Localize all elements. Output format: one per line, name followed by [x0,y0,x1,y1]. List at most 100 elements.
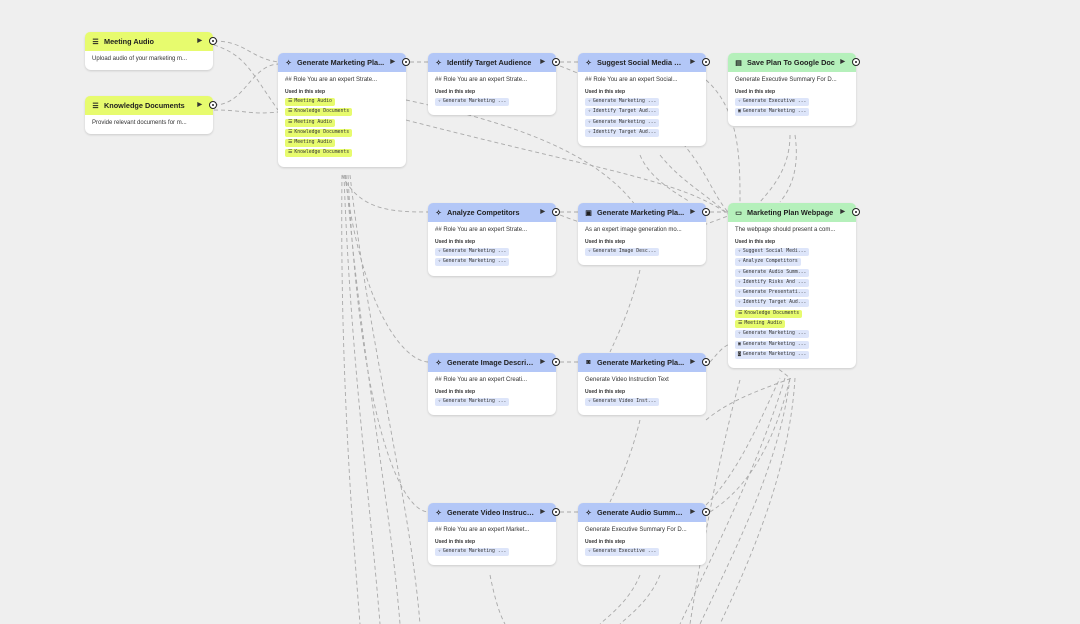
used-in-step-label: Used in this step [435,389,476,395]
step-chip[interactable]: ✧Identify Target Aud... [585,128,660,137]
sparkle-wand-icon: ✧ [438,399,441,404]
node-title: Analyze Competitors [447,208,520,217]
step-chip[interactable]: ✧Generate Video Inst... [585,398,660,406]
input-chip[interactable]: ☰Knowledge Documents [285,149,353,158]
step-chip[interactable]: ✧Suggest Social Medi... [735,248,810,256]
step-chip[interactable]: ✧Generate Marketing ... [435,98,510,106]
step-chip[interactable]: ✧Generate Marketing ... [585,118,660,127]
play-triangle-icon[interactable]: ▶ [390,59,395,65]
node-generate-marketing-plan-video[interactable]: ◙ Generate Marketing Pla... ▶ Generate V… [578,353,710,416]
output-port-icon[interactable] [402,58,410,66]
play-triangle-icon[interactable]: ▶ [540,59,545,65]
node-header[interactable]: ✧ Analyze Competitors ▶ [428,203,560,222]
node-identify-target-audience[interactable]: ✧ Identify Target Audience ▶ ## Role You… [428,53,560,116]
step-chip[interactable]: ✧Generate Marketing ... [435,258,510,267]
edge [699,377,791,624]
play-triangle-icon[interactable]: ▶ [540,509,545,515]
step-chip[interactable]: ✧Generate Marketing ... [585,98,660,106]
node-header[interactable]: ▤ Save Plan To Google Doc ▶ [728,53,860,72]
node-meeting-audio[interactable]: ☰ Meeting Audio ▶ Upload audio of your m… [85,32,217,70]
input-chip[interactable]: ☰Knowledge Documents [735,309,803,318]
step-chip[interactable]: ✧Identify Target Aud... [585,108,660,117]
step-chip[interactable]: ✧Generate Executive ... [585,548,660,556]
input-chip[interactable]: ☰Meeting Audio [735,320,785,329]
node-header[interactable]: ✧ Generate Video Instruct... ▶ [428,503,560,522]
input-chip[interactable]: ☰Meeting Audio [285,139,335,148]
node-generate-video-instructions[interactable]: ✧ Generate Video Instruct... ▶ ## Role Y… [428,503,560,566]
output-port-icon[interactable] [552,58,560,66]
step-chip[interactable]: ✧Identify Target Aud... [735,299,810,308]
play-triangle-icon[interactable]: ▶ [197,38,202,44]
play-triangle-icon[interactable]: ▶ [690,509,695,515]
input-chip[interactable]: ☰Knowledge Documents [285,128,353,137]
node-header[interactable]: ☰ Meeting Audio ▶ [85,32,217,51]
step-chip[interactable]: ✧Generate Image Desc... [585,248,660,256]
sparkle-wand-icon: ✧ [435,59,442,67]
output-port-icon[interactable] [702,508,710,516]
node-header[interactable]: ✧ Generate Audio Summary ▶ [578,503,710,522]
output-port-icon[interactable] [552,358,560,366]
input-chip[interactable]: ☰Meeting Audio [285,118,335,127]
output-port-icon[interactable] [852,58,860,66]
output-port-icon[interactable] [552,508,560,516]
node-header[interactable]: ✧ Generate Marketing Pla... ▶ [278,53,410,72]
node-description: ## Role You are an expert Strate... [435,77,528,83]
step-chip[interactable]: ✧Generate Audio Summ... [735,268,810,277]
node-header[interactable]: ✧ Suggest Social Media Po... ▶ [578,53,710,72]
step-chip[interactable]: ✧Generate Marketing ... [435,248,510,256]
node-header[interactable]: ▣ Generate Marketing Pla... ▶ [578,203,710,222]
play-triangle-icon[interactable]: ▶ [197,102,202,108]
step-chip[interactable]: ▣Generate Marketing ... [735,340,810,349]
step-chip[interactable]: ✧Analyze Competitors [735,258,801,267]
play-triangle-icon[interactable]: ▶ [540,209,545,215]
chip-list: ✧Generate Marketing ... [428,548,556,565]
node-generate-marketing-plan[interactable]: ✧ Generate Marketing Pla... ▶ ## Role Yo… [278,53,410,167]
output-port-icon[interactable] [209,37,217,45]
node-analyze-competitors[interactable]: ✧ Analyze Competitors ▶ ## Role You are … [428,203,560,276]
step-chip[interactable]: ✧Identify Risks And ... [735,278,810,287]
chip-list: ✧Generate Video Inst... [578,398,706,415]
node-save-plan-to-google-doc[interactable]: ▤ Save Plan To Google Doc ▶ Generate Exe… [728,53,860,126]
output-port-icon[interactable] [702,208,710,216]
edge [341,174,429,213]
edge [213,63,279,106]
node-title: Generate Marketing Pla... [597,208,685,217]
step-chip[interactable]: ✧Generate Executive ... [735,98,810,106]
output-port-icon[interactable] [852,208,860,216]
play-triangle-icon[interactable]: ▶ [840,209,845,215]
node-header[interactable]: ◙ Generate Marketing Pla... ▶ [578,353,710,372]
play-triangle-icon[interactable]: ▶ [690,59,695,65]
play-triangle-icon[interactable]: ▶ [690,359,695,365]
edge [347,174,429,513]
step-chip[interactable]: ◙Generate Marketing ... [735,350,810,359]
node-title: Generate Marketing Pla... [297,58,385,67]
output-port-icon[interactable] [209,101,217,109]
input-chip[interactable]: ☰Meeting Audio [285,98,335,106]
step-chip[interactable]: ▣Generate Marketing ... [735,108,810,117]
output-port-icon[interactable] [552,208,560,216]
input-chip[interactable]: ☰Knowledge Documents [285,108,353,117]
step-chip[interactable]: ✧Generate Marketing ... [735,330,810,339]
node-description: Generate Executive Summary For D... [735,77,837,83]
step-chip[interactable]: ✧Generate Marketing ... [435,398,510,406]
node-suggest-social-media-posts[interactable]: ✧ Suggest Social Media Po... ▶ ## Role Y… [578,53,710,147]
play-triangle-icon[interactable]: ▶ [690,209,695,215]
step-chip[interactable]: ✧Generate Marketing ... [435,548,510,556]
node-header[interactable]: ✧ Identify Target Audience ▶ [428,53,560,72]
list-icon: ☰ [288,140,293,146]
node-generate-image-description[interactable]: ✧ Generate Image Descrip... ▶ ## Role Yo… [428,353,560,416]
edge [489,574,506,624]
node-header[interactable]: ☰ Knowledge Documents ▶ [85,96,217,115]
play-triangle-icon[interactable]: ▶ [840,59,845,65]
node-generate-audio-summary[interactable]: ✧ Generate Audio Summary ▶ Generate Exec… [578,503,710,566]
output-port-icon[interactable] [702,358,710,366]
node-header[interactable]: ▭ Marketing Plan Webpage ▶ [728,203,860,222]
step-chip[interactable]: ✧Generate Presentati... [735,289,810,298]
node-marketing-plan-webpage[interactable]: ▭ Marketing Plan Webpage ▶ The webpage s… [728,203,860,369]
output-port-icon[interactable] [702,58,710,66]
node-generate-marketing-plan-image[interactable]: ▣ Generate Marketing Pla... ▶ As an expe… [578,203,710,266]
sparkle-wand-icon: ✧ [588,129,591,135]
node-header[interactable]: ✧ Generate Image Descrip... ▶ [428,353,560,372]
node-knowledge-documents[interactable]: ☰ Knowledge Documents ▶ Provide relevant… [85,96,217,134]
play-triangle-icon[interactable]: ▶ [540,359,545,365]
